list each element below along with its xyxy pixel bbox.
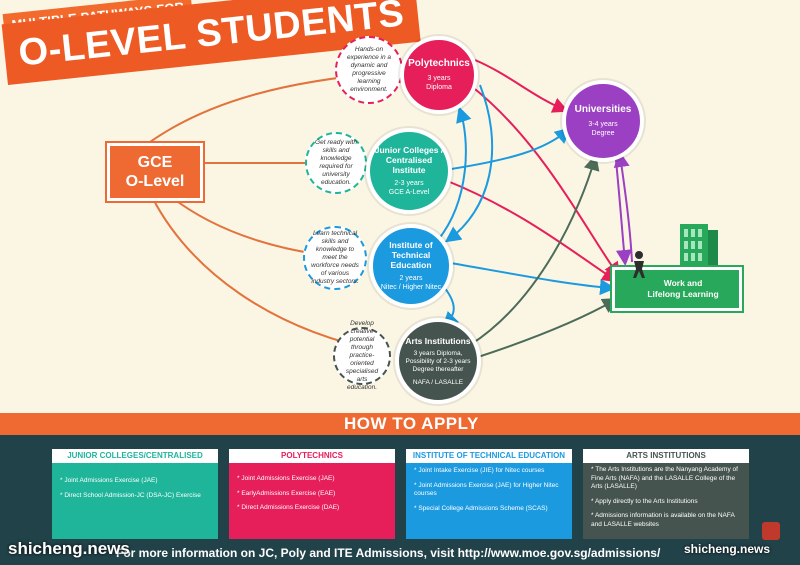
arrow-uni-work [614, 149, 632, 266]
card-arts-item: * Apply directly to the Arts Institution… [591, 497, 698, 505]
node-universities: Universities 3-4 years Degree [562, 80, 644, 162]
node-junior-colleges: Junior Colleges / Centralised Institute … [366, 128, 452, 214]
card-polytechnics: POLYTECHNICS * Joint Admissions Exercise… [229, 449, 395, 539]
jc-sub2: GCE A-Level [388, 189, 430, 196]
card-poly-item: * Direct Admissions Exercise (DAE) [237, 504, 340, 511]
watermark-left: shicheng.news [8, 539, 130, 558]
arrow-jc-work [444, 179, 619, 283]
work-line1: Work and [663, 278, 703, 288]
note-arts: Develop creative potential through pract… [333, 320, 391, 391]
arts-sub1: 3 years Diploma, Possibility of 2-3 year… [405, 349, 471, 373]
gce-olevel-box: GCE O-Level [105, 141, 205, 203]
card-jc-item: * Joint Admissions Exercise (JAE) [60, 477, 158, 484]
jc-title: Junior Colleges / Centralised Institute [374, 145, 444, 175]
how-to-apply-bar [0, 413, 800, 435]
card-arts-item: * Admissions information is available on… [591, 512, 735, 528]
note-polytechnics: Hands-on experience in a dynamic and pro… [335, 36, 403, 104]
jc-sub1: 2-3 years [394, 180, 424, 187]
node-polytechnics: Polytechnics 3 years Diploma [400, 36, 478, 114]
arrow-poly-work [469, 84, 621, 279]
node-ite: Institute of Technical Education 2 years… [369, 224, 453, 308]
card-junior-colleges: JUNIOR COLLEGES/CENTRALISED INSTITUTE * … [52, 449, 218, 539]
watermark-right: shicheng.news [684, 542, 771, 556]
work-lifelong-learning-box: Work and Lifelong Learning [610, 265, 744, 313]
footer-info: For more information on JC, Poly and ITE… [116, 546, 661, 560]
footer-text: For more information on JC, Poly and ITE… [0, 541, 800, 565]
poly-title: Polytechnics [408, 58, 470, 69]
ite-sub2: Nitec / Higher Nitec [380, 284, 442, 291]
note-ite: Learn technical skills and knowledge to … [303, 226, 367, 290]
card-ite-item: * Joint Admissions Exercise (JAE) for Hi… [414, 481, 559, 498]
node-arts: Arts Institutions 3 years Diploma, Possi… [395, 318, 481, 404]
card-ite: INSTITUTE OF TECHNICAL EDUCATION * Joint… [406, 449, 572, 539]
card-ite-item: * Special College Admissions Scheme (SCA… [414, 504, 548, 512]
arrow-ite-poly [437, 106, 472, 241]
ite-title: Institute of Technical Education [389, 240, 433, 270]
card-arts-title: ARTS INSTITUTIONS [583, 449, 749, 463]
arts-sub2: NAFA / LASALLE [412, 378, 464, 386]
work-line2: Lifelong Learning [647, 289, 719, 299]
crest-logo [762, 522, 780, 540]
how-to-apply-heading: HOW TO APPLY [344, 414, 479, 433]
person-icon [633, 251, 645, 278]
uni-sub1: 3-4 years [588, 121, 618, 128]
uni-title: Universities [574, 104, 632, 115]
arrow-work-uni [613, 151, 633, 263]
card-poly-item: * Joint Admissions Exercise (JAE) [237, 475, 335, 482]
poly-sub2: Diploma [426, 84, 452, 91]
arrow-poly-ite [444, 84, 494, 243]
arrow-arts-work [474, 298, 619, 359]
card-jc-item: * Direct School Admission-JC (DSA-JC) Ex… [60, 491, 201, 499]
arts-title: Arts Institutions [405, 335, 471, 346]
gce-line2: O-Level [125, 173, 185, 190]
card-arts: ARTS INSTITUTIONS * The Arts Institution… [583, 449, 749, 539]
arrow-ite-work [444, 261, 616, 296]
ite-sub1: 2 years [399, 275, 423, 282]
arrow-poly-uni [474, 59, 569, 113]
arrow-jc-uni [444, 127, 572, 171]
card-poly-item: * EarlyAdmissions Exercise (EAE) [237, 489, 336, 497]
card-ite-title: INSTITUTE OF TECHNICAL EDUCATION [406, 449, 572, 463]
card-jc-title: JUNIOR COLLEGES/CENTRALISED INSTITUTE [52, 449, 218, 474]
note-junior-colleges: Get ready with skills and knowledge requ… [305, 132, 367, 194]
poly-sub1: 3 years [427, 75, 451, 82]
arrow-arts-uni [469, 154, 600, 346]
card-poly-title: POLYTECHNICS [229, 449, 395, 463]
card-arts-item: * The Arts Institutions are the Nanyang … [591, 466, 738, 490]
pathway-arrows [149, 59, 633, 359]
uni-sub2: Degree [591, 130, 615, 137]
card-ite-item: * Joint Intake Exercise (JIE) for Nitec … [414, 467, 545, 474]
gce-line1: GCE [137, 154, 173, 171]
